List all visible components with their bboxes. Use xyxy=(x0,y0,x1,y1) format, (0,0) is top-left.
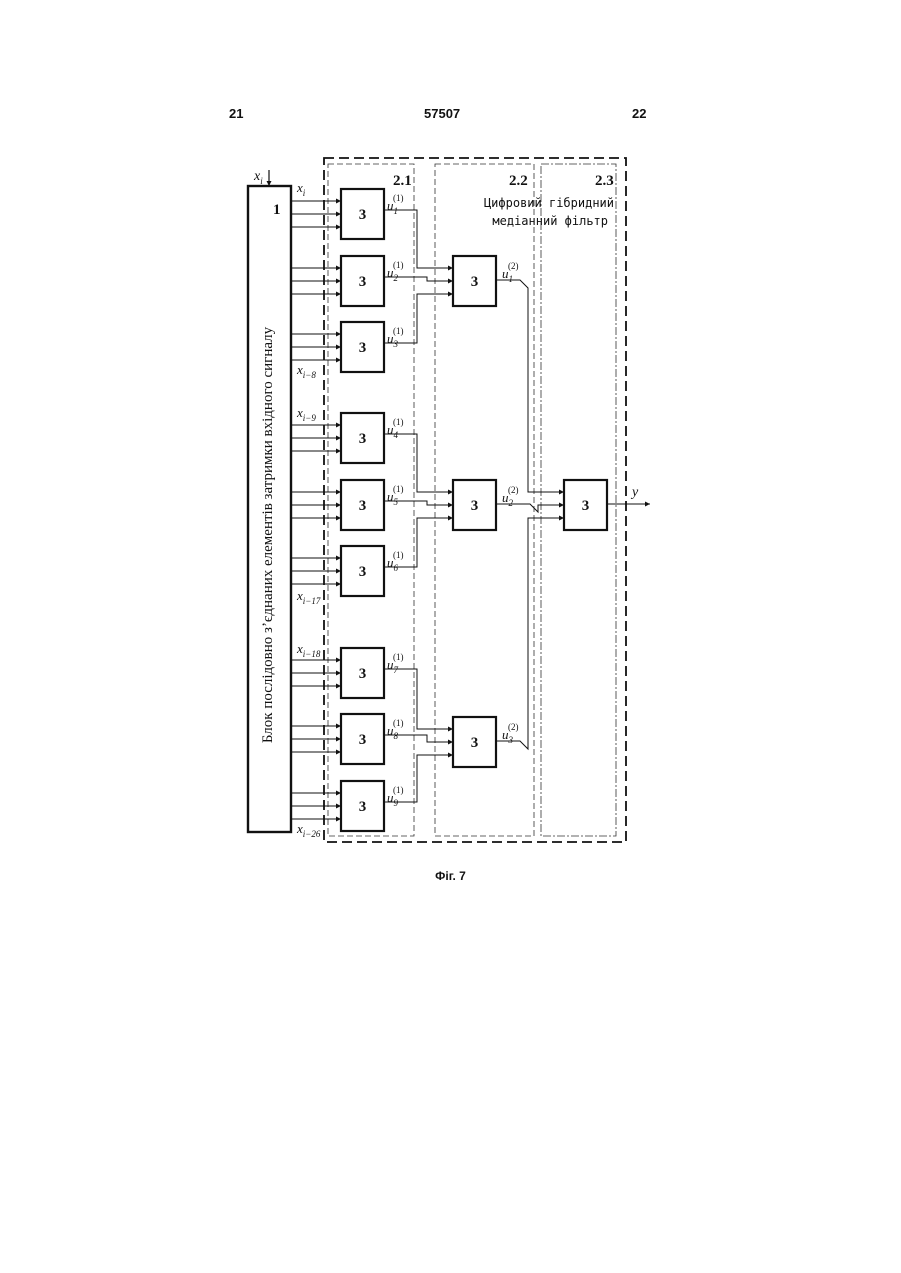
stage1-median-block-7-label: 3 xyxy=(359,666,367,682)
stage1-median-block-5-label: 3 xyxy=(359,498,367,514)
median-blocks: 3 3 3 3 3 3 3 3 3 3 3 3 3 xyxy=(341,189,607,831)
stage2-median-block-2-label: 3 xyxy=(471,498,479,514)
filter-title-line2: медіанний фільтр xyxy=(492,214,608,228)
tap-label-5: xi−18 xyxy=(296,641,321,659)
stage2-to-stage3-wire-1 xyxy=(496,280,564,492)
stage1-output-label-1: u1(1) xyxy=(387,193,404,216)
stage1-output-label-4: u4(1) xyxy=(387,417,404,440)
delay-block-number: 1 xyxy=(273,202,281,218)
stage1-median-block-2-label: 3 xyxy=(359,274,367,290)
delay-block-label: Блок послідовно з’єднаних елементів затр… xyxy=(260,326,276,743)
output-label: y xyxy=(630,485,639,500)
stage2-output-label-3: u3(2) xyxy=(502,722,519,745)
stage1-output-label-6: u6(1) xyxy=(387,550,404,573)
stage1-output-label-7: u7(1) xyxy=(387,652,404,675)
stage-number-2-1: 2.1 xyxy=(393,173,412,189)
stage3-median-block-label: 3 xyxy=(582,498,590,514)
stage1-median-block-1-label: 3 xyxy=(359,207,367,223)
stage1-output-label-5: u5(1) xyxy=(387,484,404,507)
stage1-median-block-3-label: 3 xyxy=(359,340,367,356)
stage1-output-label-9: u9(1) xyxy=(387,785,404,808)
stage1-median-block-9-label: 3 xyxy=(359,799,367,815)
stage2-median-block-1-label: 3 xyxy=(471,274,479,290)
tap-label-2: xi−8 xyxy=(296,362,316,380)
tap-label-4: xi−17 xyxy=(296,588,321,606)
stage2-to-stage3-wire-2 xyxy=(496,504,564,512)
filter-title-line1: Цифровий гібридний xyxy=(484,196,614,210)
stage-number-2-3: 2.3 xyxy=(595,173,614,189)
stage-number-2-2: 2.2 xyxy=(509,173,528,189)
tap-label-1: xi xyxy=(296,180,306,198)
tap-label-6: xi−26 xyxy=(296,821,321,839)
figure-caption: Фіг. 7 xyxy=(0,869,901,883)
input-label: xi xyxy=(253,169,263,186)
stage1-median-block-6-label: 3 xyxy=(359,564,367,580)
stage1-output-label-3: u3(1) xyxy=(387,326,404,349)
tap-label-3: xi−9 xyxy=(296,405,316,423)
stage2-to-stage3-wire-3 xyxy=(496,518,564,749)
stage1-output-label-8: u8(1) xyxy=(387,718,404,741)
stage1-median-block-8-label: 3 xyxy=(359,732,367,748)
stage2-output-label-1: u1(2) xyxy=(502,261,519,284)
stage1-output-label-2: u2(1) xyxy=(387,260,404,283)
stage2-output-label-2: u2(2) xyxy=(502,485,519,508)
stage1-median-block-4-label: 3 xyxy=(359,431,367,447)
stage2-median-block-3-label: 3 xyxy=(471,735,479,751)
